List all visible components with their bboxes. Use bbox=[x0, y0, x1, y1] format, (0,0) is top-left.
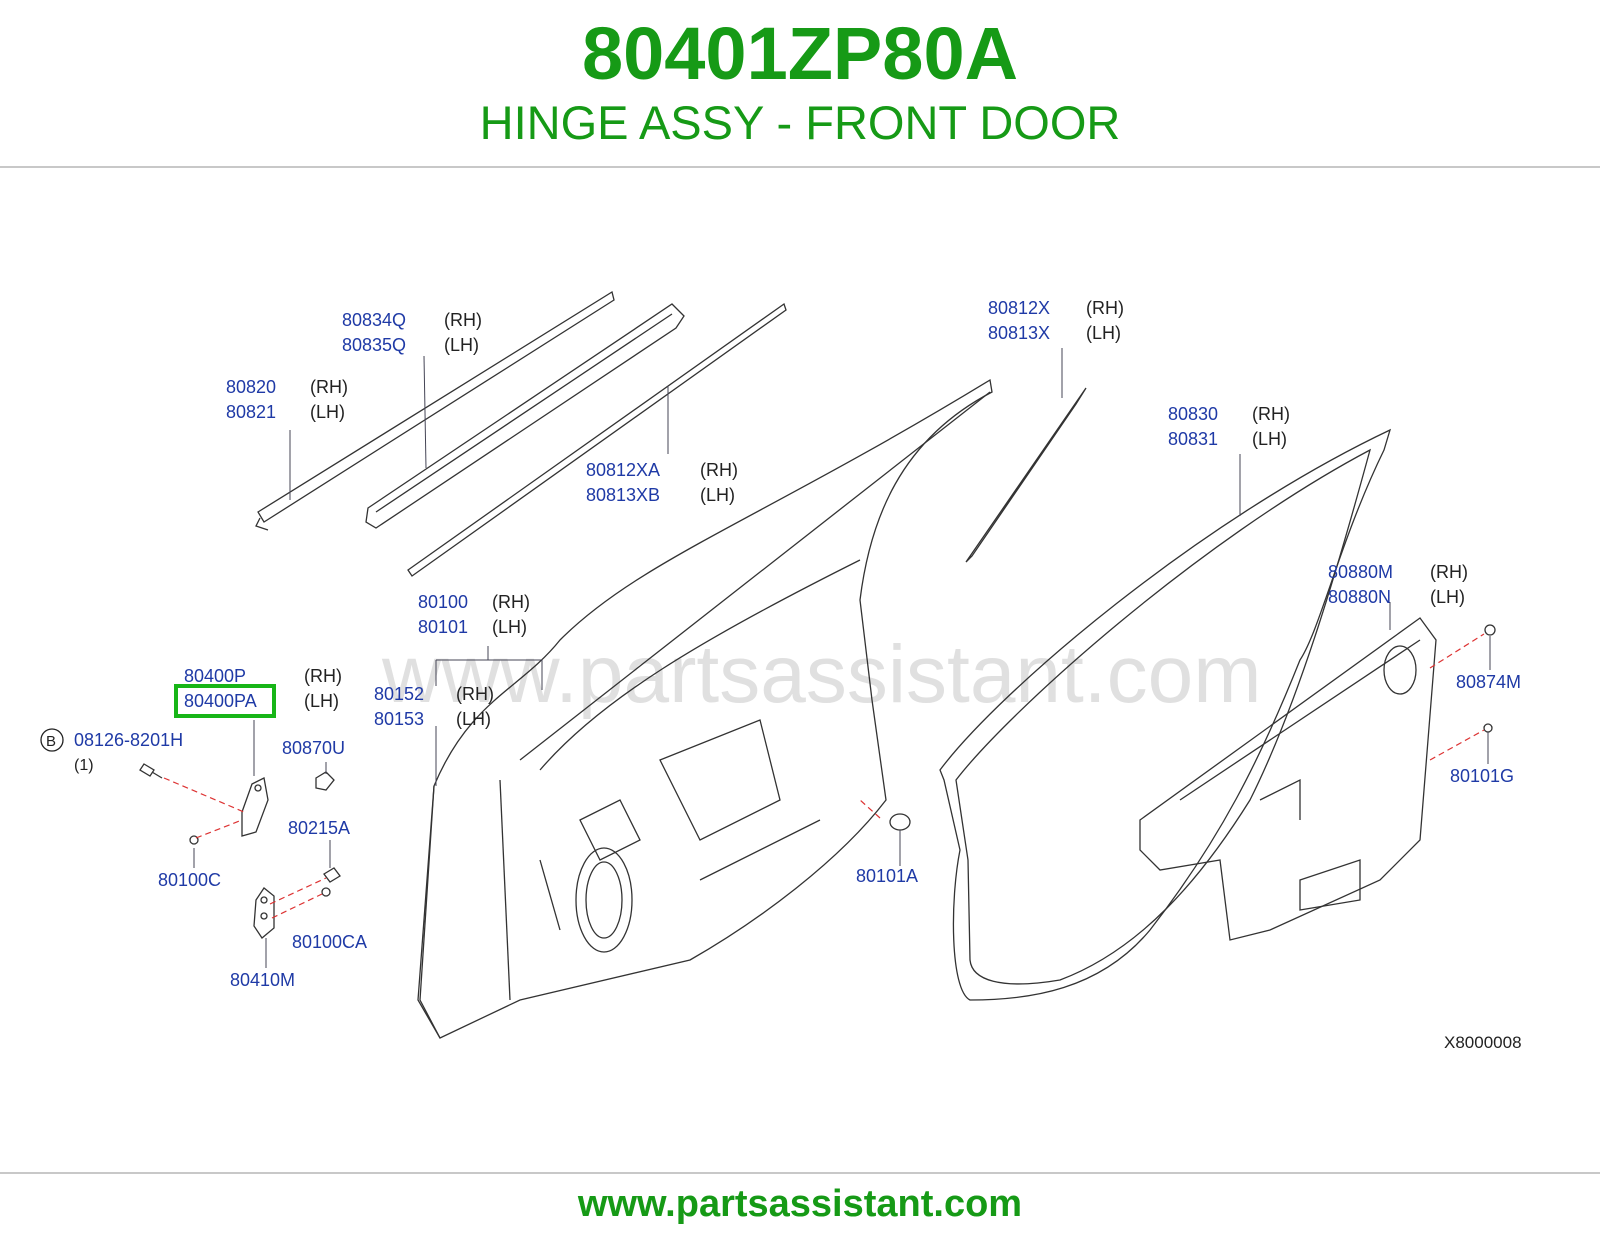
callout-part[interactable]: 80410M bbox=[230, 970, 295, 990]
plug bbox=[889, 813, 911, 831]
callout-part[interactable]: 80880M bbox=[1328, 562, 1393, 582]
leader-lines bbox=[193, 348, 1491, 968]
callout-part[interactable]: 80813XB bbox=[586, 485, 660, 505]
callout-side: (LH) bbox=[700, 485, 735, 505]
callout-part[interactable]: 80813X bbox=[988, 323, 1050, 343]
callout-part[interactable]: 80400P bbox=[184, 666, 246, 686]
callout-labels: 80834Q (RH) 80835Q (LH) 80820 (RH) 80821… bbox=[40, 298, 1521, 990]
inner-panel bbox=[1139, 617, 1437, 941]
assembly-lines bbox=[163, 633, 1485, 919]
callout-side: (RH) bbox=[700, 460, 738, 480]
callout-part[interactable]: 80831 bbox=[1168, 429, 1218, 449]
callout-part[interactable]: 80834Q bbox=[342, 310, 406, 330]
hinge-parts bbox=[139, 624, 1496, 939]
door-shell bbox=[417, 378, 993, 1039]
callout-part[interactable]: 80812XA bbox=[586, 460, 660, 480]
check-link bbox=[315, 771, 335, 791]
callout-side: (LH) bbox=[304, 691, 339, 711]
callout-part[interactable]: 80153 bbox=[374, 709, 424, 729]
callout-part[interactable]: 80100 bbox=[418, 592, 468, 612]
lower-hinge bbox=[253, 887, 275, 939]
callout-side: (RH) bbox=[1430, 562, 1468, 582]
callout-part[interactable]: 80100CA bbox=[292, 932, 367, 952]
callout-part[interactable]: 80870U bbox=[282, 738, 345, 758]
callout-side: (LH) bbox=[1430, 587, 1465, 607]
callout-part[interactable]: 80812X bbox=[988, 298, 1050, 318]
highlighted-part-box bbox=[174, 684, 276, 718]
callout-side: (RH) bbox=[456, 684, 494, 704]
callout-part[interactable]: 80880N bbox=[1328, 587, 1391, 607]
bolt bbox=[139, 763, 155, 777]
part-description: HINGE ASSY - FRONT DOOR bbox=[479, 96, 1121, 149]
diagram-code: X8000008 bbox=[1444, 1033, 1522, 1052]
callout-side: (LH) bbox=[492, 617, 527, 637]
bolt-marker bbox=[40, 728, 64, 752]
callout-part[interactable]: 80152 bbox=[374, 684, 424, 704]
callout-part[interactable]: 80820 bbox=[226, 377, 276, 397]
weatherstrip bbox=[939, 428, 1392, 1001]
callout-side: (LH) bbox=[456, 709, 491, 729]
door-moldings bbox=[255, 290, 787, 577]
bolt-marker-letter: B bbox=[46, 733, 56, 750]
callout-part[interactable]: 08126-8201H bbox=[74, 730, 183, 750]
header-divider bbox=[0, 166, 1600, 168]
callout-side: (RH) bbox=[310, 377, 348, 397]
callout-part[interactable]: 80874M bbox=[1456, 672, 1521, 692]
upper-hinge bbox=[241, 777, 269, 837]
footer-url[interactable]: www.partsassistant.com bbox=[577, 1183, 1023, 1225]
callout-side: (RH) bbox=[492, 592, 530, 612]
callout-side: (RH) bbox=[1252, 404, 1290, 424]
callout-part[interactable]: 80101A bbox=[856, 866, 918, 886]
callout-part-highlighted[interactable]: 80400PA bbox=[184, 691, 257, 711]
callout-side: (LH) bbox=[310, 402, 345, 422]
callout-part[interactable]: 80215A bbox=[288, 818, 350, 838]
callout-side: (LH) bbox=[1086, 323, 1121, 343]
sash-channel bbox=[965, 387, 1087, 563]
callout-side: (LH) bbox=[1252, 429, 1287, 449]
callout-part[interactable]: 80101G bbox=[1450, 766, 1514, 786]
callout-part[interactable]: 80101 bbox=[418, 617, 468, 637]
nut bbox=[189, 835, 199, 845]
part-number-title: 80401ZP80A bbox=[581, 12, 1019, 95]
watermark: www.partsassistant.com bbox=[381, 629, 1262, 720]
callout-side: (RH) bbox=[304, 666, 342, 686]
callout-part[interactable]: 80830 bbox=[1168, 404, 1218, 424]
footer-divider bbox=[0, 1172, 1600, 1174]
callout-part[interactable]: 80821 bbox=[226, 402, 276, 422]
callout-side: (LH) bbox=[444, 335, 479, 355]
callout-side: (RH) bbox=[444, 310, 482, 330]
callout-part[interactable]: 80835Q bbox=[342, 335, 406, 355]
callout-quantity: (1) bbox=[74, 757, 94, 774]
callout-part[interactable]: 80100C bbox=[158, 870, 221, 890]
callout-side: (RH) bbox=[1086, 298, 1124, 318]
